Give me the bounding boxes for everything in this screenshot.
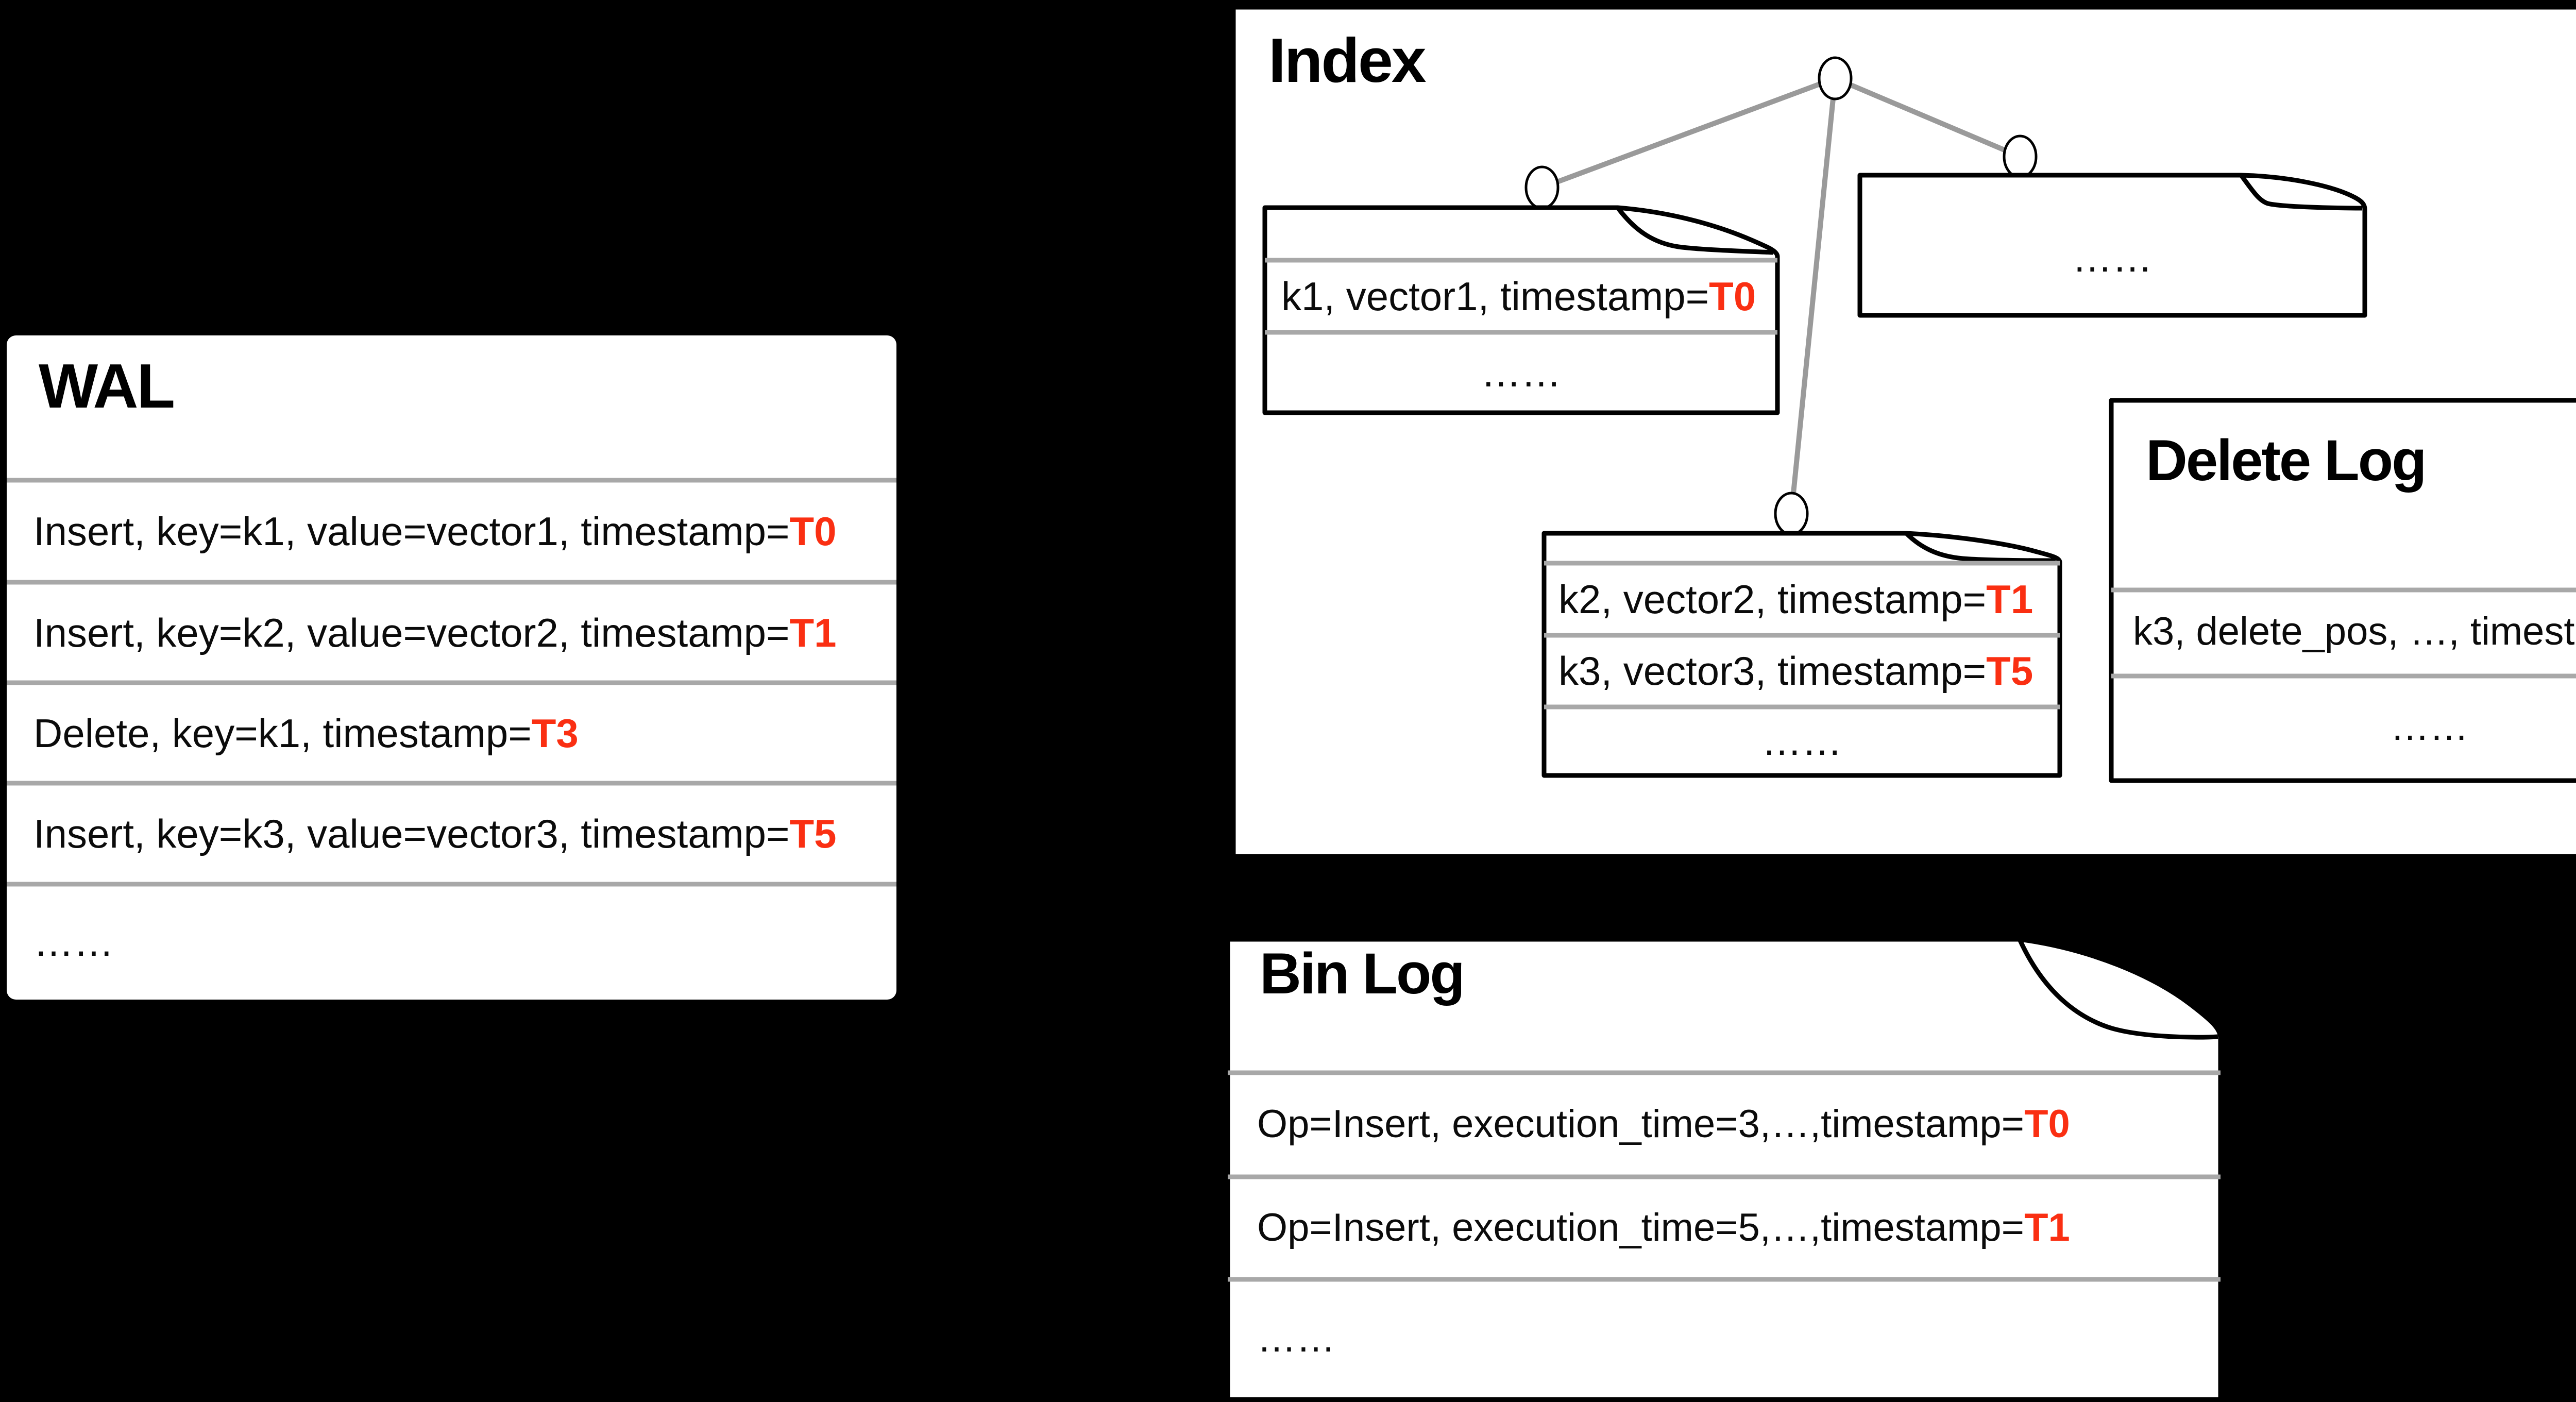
bin-log-page (1225, 937, 2223, 1402)
index-title: Index (1268, 25, 1427, 95)
bin-log-row-label: Op=Insert, execution_time=5,…,timestamp= (1257, 1206, 2025, 1249)
bin-log-row-timestamp: T0 (2024, 1102, 2070, 1146)
segment-right-row-ellipsis: …… (1860, 234, 2365, 281)
tree-edge-root-left (1541, 76, 1836, 190)
tree-node-root (1818, 56, 1853, 100)
tree-node-right (2003, 134, 2038, 179)
bin-log-row: Op=Insert, execution_time=3,…,timestamp=… (1257, 1101, 2070, 1147)
segment-file-left-fold-icon (1616, 206, 1774, 255)
bin-log-row-label: Op=Insert, execution_time=3,…,timestamp= (1257, 1102, 2025, 1146)
tree-node-middle (1774, 492, 1809, 536)
segment-row-label: k1, vector1, timestamp= (1281, 274, 1709, 319)
wal-row-label: …… (33, 919, 114, 965)
bin-log-file (1225, 937, 2223, 1402)
segment-file-middle (1541, 531, 2062, 778)
segment-row-timestamp: T0 (1709, 274, 1756, 319)
segment-file-right-fold-icon (2239, 174, 2363, 211)
wal-row: Insert, key=k3, value=vector3, timestamp… (33, 810, 837, 857)
tree-edge-root-right (1834, 76, 2021, 159)
wal-row-timestamp: T1 (789, 610, 837, 655)
delete-log-title: Delete Log (2146, 428, 2427, 493)
wal-row-timestamp: T5 (789, 811, 837, 856)
delete-log-row-ellipsis: …… (2111, 704, 2576, 750)
index-tree-nodes (1524, 56, 2038, 536)
bin-log-row-timestamp: T1 (2024, 1206, 2070, 1249)
delete-log-row: k3, delete_pos, …, timestamp=T3 (2133, 609, 2576, 655)
index-tree-edges (1541, 76, 2021, 514)
wal-card (7, 335, 896, 1000)
segment-row-timestamp: T1 (1986, 577, 2033, 622)
segment-row-label: …… (1481, 350, 1562, 395)
segment-file-middle-fold-icon (1904, 531, 2056, 563)
segment-row-label: k2, vector2, timestamp= (1558, 577, 1987, 622)
wal-row-label: Insert, key=k3, value=vector3, timestamp… (33, 811, 790, 856)
wal-row-label: Insert, key=k2, value=vector2, timestamp… (33, 610, 790, 655)
delete-log-file (2109, 398, 2576, 783)
wal-row: Insert, key=k2, value=vector2, timestamp… (33, 610, 837, 656)
tree-node-left (1524, 165, 1560, 210)
segment-row-label: …… (2072, 235, 2153, 280)
bin-log-row-label: …… (1257, 1316, 1335, 1360)
wal-row-label: Delete, key=k1, timestamp= (33, 711, 532, 756)
segment-file-middle-page (1541, 531, 2062, 778)
wal-row-label: Insert, key=k1, value=vector1, timestamp… (33, 509, 790, 554)
segment-file-right-page (1857, 173, 2367, 318)
segment-middle-row-ellipsis: …… (1544, 718, 2060, 764)
bin-log-row: Op=Insert, execution_time=5,…,timestamp=… (1257, 1205, 2070, 1251)
wal-row-timestamp: T0 (789, 509, 837, 554)
segment-file-right (1857, 173, 2367, 318)
segment-row-label: k3, vector3, timestamp= (1558, 648, 1987, 694)
segment-row-label: …… (1761, 718, 1842, 764)
wal-row-timestamp: T3 (531, 711, 579, 756)
wal-row: Delete, key=k1, timestamp=T3 (33, 710, 579, 756)
bin-log-fold-icon (2017, 938, 2218, 1040)
wal-row: Insert, key=k1, value=vector1, timestamp… (33, 508, 837, 554)
delete-log-row-label: k3, delete_pos, …, timestamp= (2133, 610, 2576, 653)
segment-file-left (1262, 205, 1780, 415)
bin-log-title: Bin Log (1260, 941, 1465, 1006)
delete-log-row-label: …… (2390, 705, 2469, 749)
segment-middle-row: k2, vector2, timestamp=T1 (1558, 576, 2033, 622)
segment-left-row-ellipsis: …… (1265, 349, 1777, 396)
bin-log-row-ellipsis: …… (1257, 1315, 1335, 1362)
segment-row-timestamp: T5 (1986, 648, 2033, 694)
wal-separators (7, 478, 896, 887)
wal-row-ellipsis: …… (33, 919, 114, 965)
segment-left-row: k1, vector1, timestamp=T0 (1281, 273, 1756, 319)
wal-title: WAL (39, 351, 175, 421)
segment-middle-row: k3, vector3, timestamp=T5 (1558, 648, 2033, 694)
tree-edge-root-middle (1789, 78, 1838, 514)
